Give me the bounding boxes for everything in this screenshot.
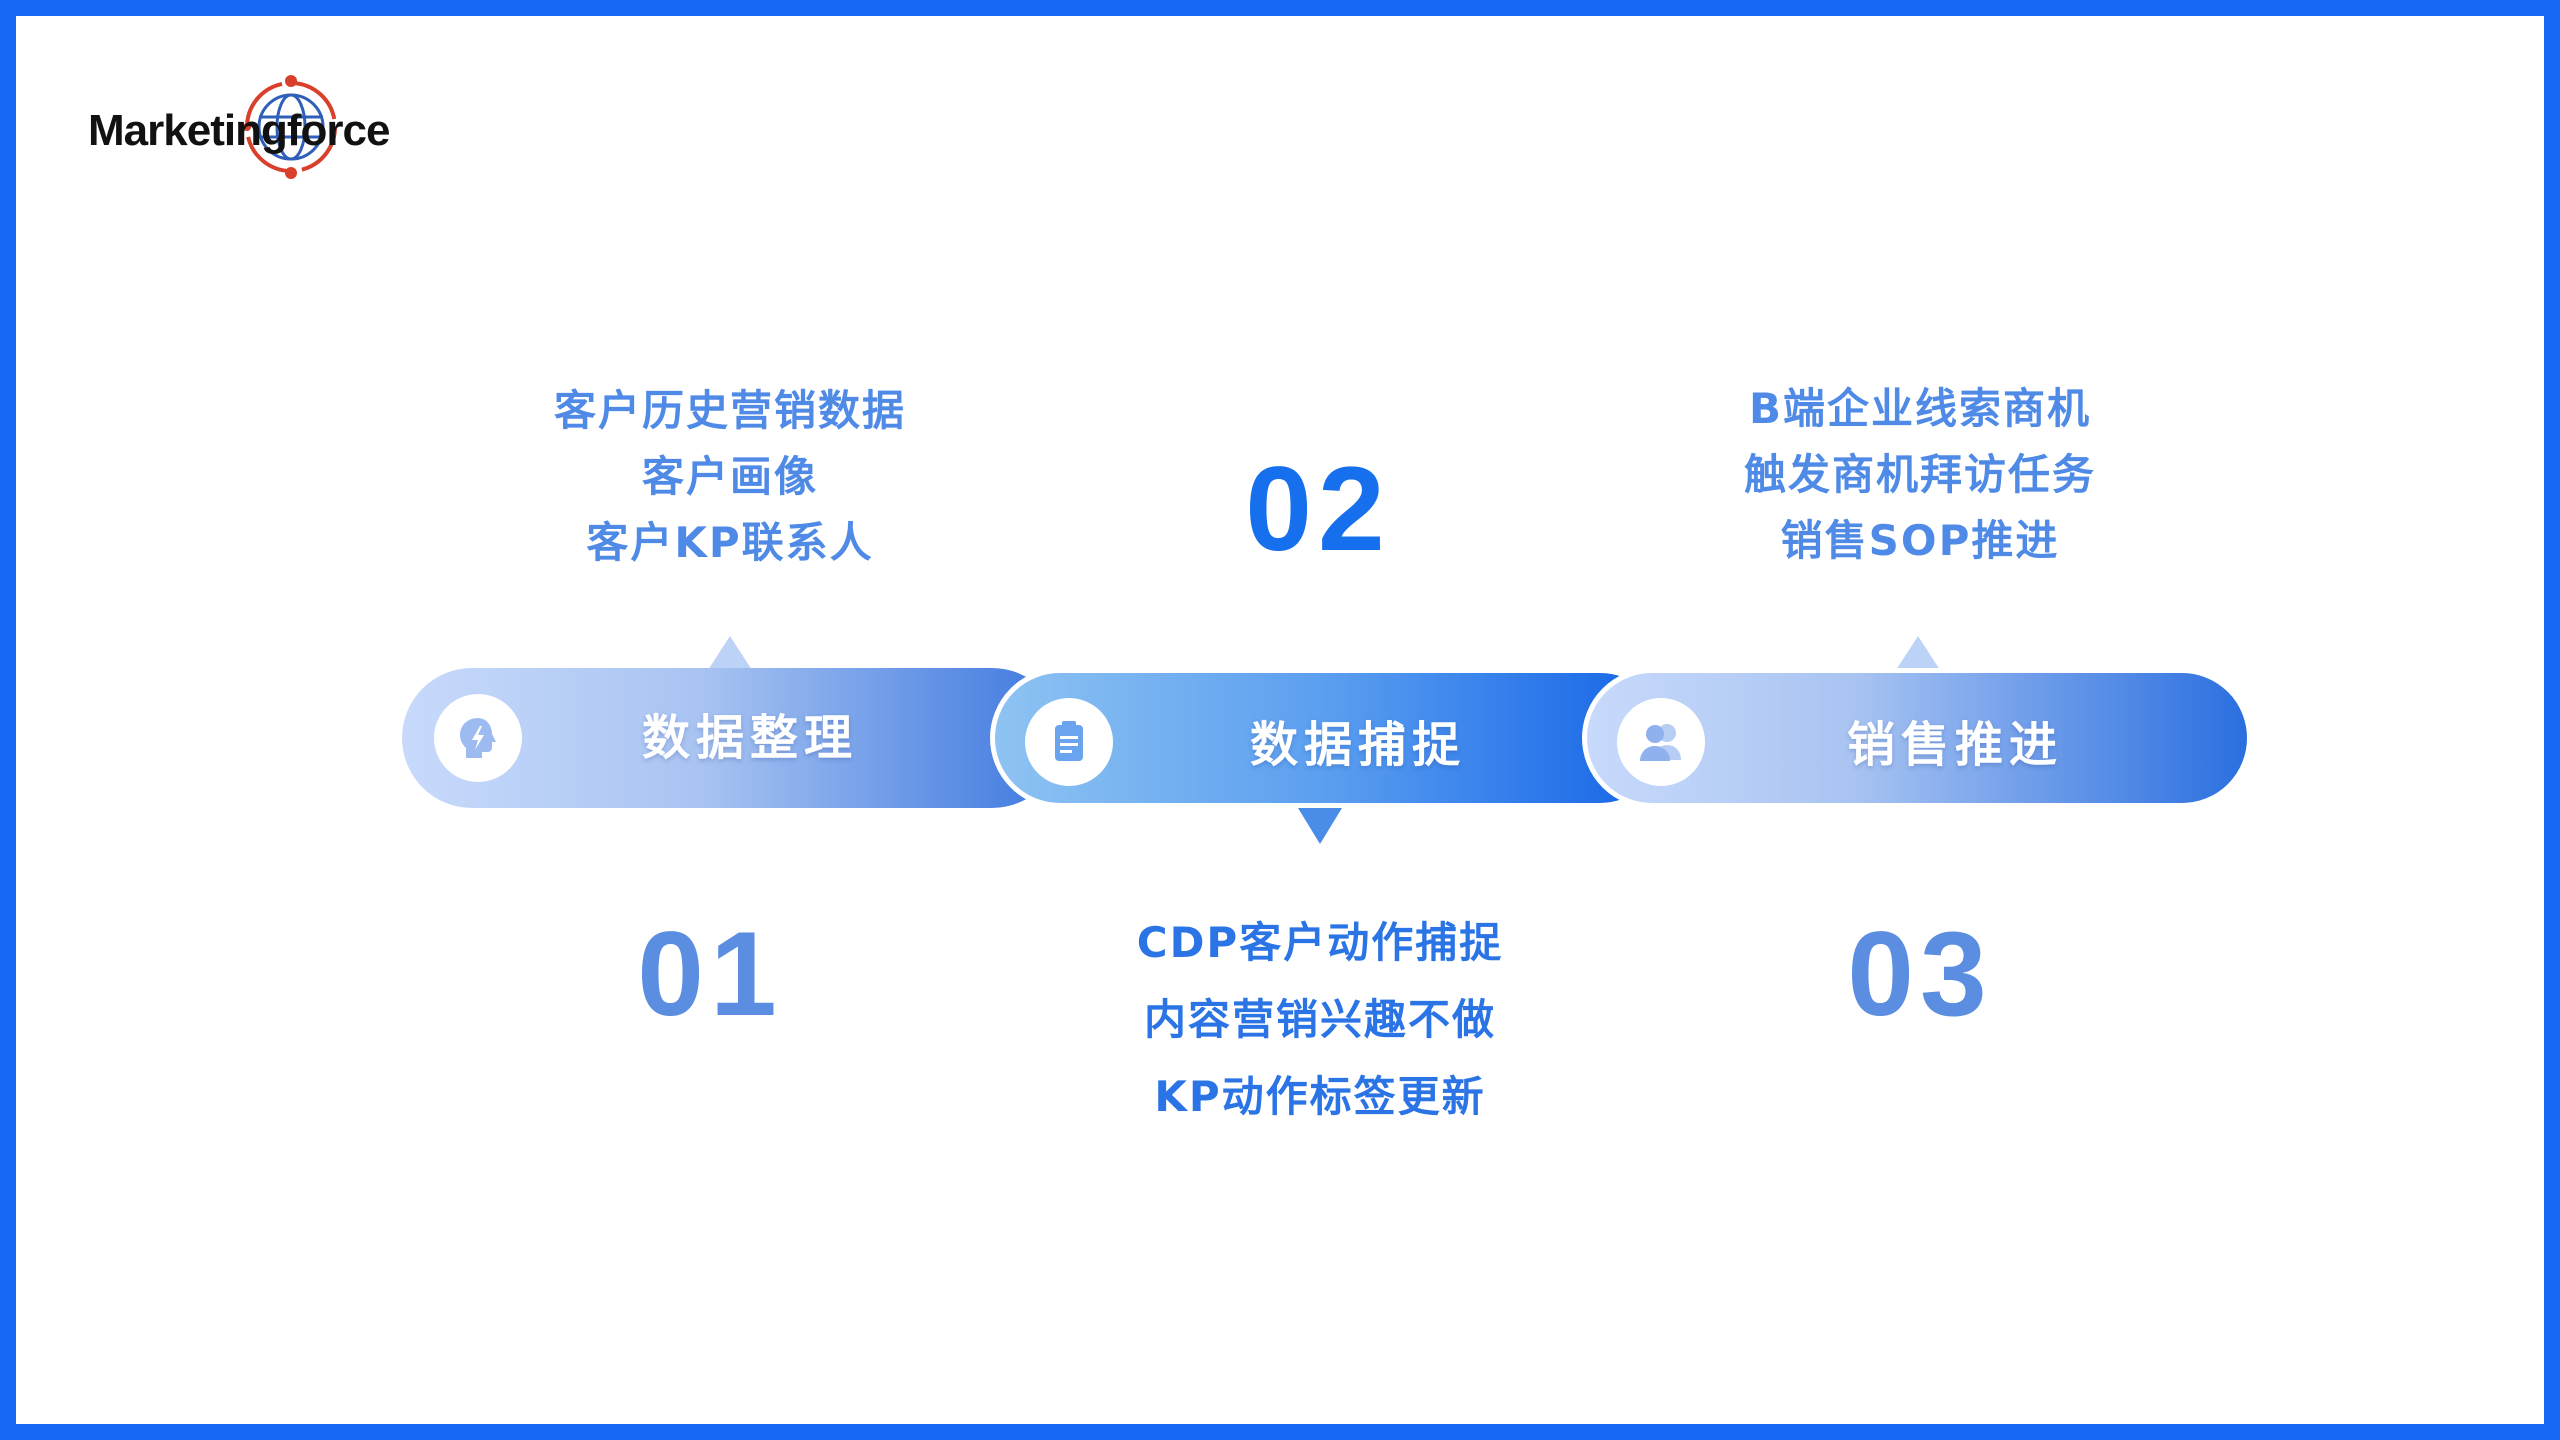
step-2-line: KP动作标签更新: [1154, 1072, 1486, 1121]
step-2-icon-badge: [1025, 698, 1113, 786]
step-1-description: 客户历史营销数据 客户画像 客户KP联系人: [470, 378, 990, 576]
step-2-pill: 数据捕捉: [990, 668, 1670, 808]
step-1-line: 客户画像: [641, 452, 818, 501]
head-lightning-icon: [460, 718, 496, 758]
step-1-line: 客户KP联系人: [586, 518, 874, 567]
step-1-pill: 数据整理: [402, 668, 1062, 808]
clipboard-icon: [1055, 721, 1083, 761]
step-3-line: B端企业线索商机: [1748, 384, 2091, 433]
step-3-line: 销售SOP推进: [1780, 516, 2060, 565]
step-3-pointer: [1896, 636, 1940, 670]
brand-logo: Marketingforce: [88, 70, 408, 190]
step-1-label: 数据整理: [642, 710, 859, 766]
step-1-line: 客户历史营销数据: [553, 386, 906, 435]
step-2-label: 数据捕捉: [1250, 717, 1467, 773]
step-2-number: 02: [1245, 442, 1391, 576]
step-3-description: B端企业线索商机 触发商机拜访任务 销售SOP推进: [1650, 376, 2190, 574]
step-3-label: 销售推进: [1847, 717, 2064, 773]
step-3-line: 触发商机拜访任务: [1743, 450, 2096, 499]
step-2-line: 内容营销兴趣不做: [1143, 995, 1496, 1044]
step-1-pointer: [708, 636, 752, 670]
globe-logo-icon: [243, 75, 337, 179]
step-2-description: CDP客户动作捕捉 内容营销兴趣不做 KP动作标签更新: [1060, 904, 1580, 1135]
step-1-icon-badge: [434, 694, 522, 782]
users-icon: [1640, 724, 1681, 761]
step-3-icon-badge: [1617, 698, 1705, 786]
step-1-number: 01: [637, 907, 783, 1041]
step-2-line: CDP客户动作捕捉: [1136, 918, 1504, 967]
step-2-pointer: [1298, 808, 1342, 844]
step-3-pill: 销售推进: [1582, 668, 2252, 808]
logo-text: Marketingforce: [88, 106, 390, 155]
step-3-number: 03: [1847, 907, 1993, 1041]
